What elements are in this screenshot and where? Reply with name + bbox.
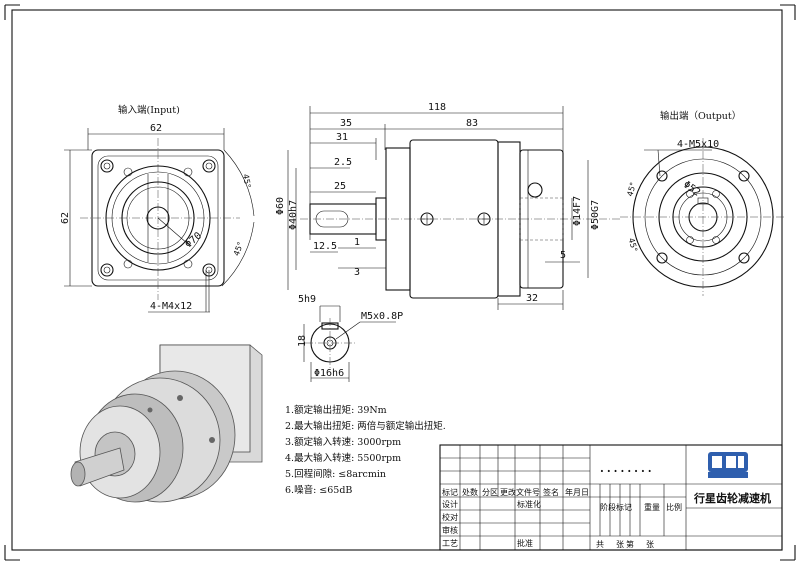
shaft-height: 18 (297, 335, 308, 347)
spec-list: 1.额定输出扭矩: 39Nm 2.最大输出扭矩: 两倍与额定输出扭矩. 3.额定… (285, 404, 446, 496)
side-view: 118 35 31 83 2.5 25 Φ40h7 Φ60 (275, 102, 620, 310)
dim-dia40: Φ40h7 (288, 200, 299, 230)
input-bolt-callout: 4-M4x12 (150, 301, 192, 312)
output-bolt-callout: 4-M5x10 (677, 139, 719, 150)
dim-dia14: Φ14F7 (572, 196, 583, 226)
sheet-count: 共 张第 张 (596, 539, 656, 549)
shaft-section-view: 5h9 M5x0.8P 18 Φ16h6 (297, 294, 403, 382)
spec-line: 1.额定输出扭矩: 39Nm (285, 404, 387, 416)
spec-line: 5.回程间隙: ≤8arcmin (285, 468, 386, 480)
spec-line: 4.最大输入转速: 5500rpm (285, 452, 401, 464)
row-process: 工艺 (442, 539, 458, 548)
row-standard: 标准化 (517, 499, 541, 509)
spec-line: 3.额定输入转速: 3000rpm (285, 436, 401, 448)
drawing-number-dots: ........ (600, 462, 655, 475)
input-end-view: 输入端(Input) 62 62 (60, 104, 255, 313)
dim-dia60: Φ60 (275, 197, 286, 215)
row-review: 审核 (442, 525, 458, 535)
shaft-key-dim: 5h9 (298, 294, 316, 305)
input-angle-top: 45° (241, 173, 252, 189)
dim-12-5: 12.5 (313, 241, 337, 252)
dim-83: 83 (466, 118, 478, 129)
shaft-dia: Φ16h6 (314, 368, 344, 379)
spec-line: 6.噪音: ≤65dB (285, 484, 352, 496)
input-angle-bottom: 45° (232, 241, 245, 257)
dim-31: 31 (336, 132, 348, 143)
dim-2-5: 2.5 (334, 157, 352, 168)
row-approve: 批准 (517, 538, 533, 548)
outer-frame (11, 9, 783, 551)
row-design: 设计 (442, 499, 458, 509)
col-date: 年月日 (565, 487, 589, 497)
stage-mark: 阶段标记 (600, 502, 632, 512)
row-check: 校对 (442, 512, 458, 522)
product-name: 行星齿轮减速机 (693, 491, 771, 505)
col-zone: 分区 (482, 488, 498, 497)
input-bolt-holes (100, 159, 216, 277)
dim-height: 62 (60, 212, 71, 224)
company-logo (708, 452, 748, 478)
weight-label: 重量 (644, 502, 660, 512)
input-bore (146, 206, 170, 230)
dim-3: 3 (354, 267, 360, 278)
dim-5: 5 (560, 250, 566, 261)
product-3d-render (70, 344, 263, 503)
dim-25: 25 (334, 181, 346, 192)
input-body-circle (105, 165, 211, 271)
col-sign: 签名 (543, 487, 559, 497)
dim-dia50: Φ50G7 (590, 200, 601, 230)
dim-1: 1 (354, 237, 360, 248)
scale-label: 比例 (666, 502, 682, 512)
col-mark: 标记 (442, 487, 458, 497)
col-doc: 更改文件号 (500, 487, 540, 497)
dim-32: 32 (526, 293, 538, 304)
output-angle-top: 45° (626, 181, 638, 197)
body-output-end (519, 149, 564, 289)
spec-line: 2.最大输出扭矩: 两倍与额定输出扭矩. (285, 420, 446, 432)
dim-width: 62 (150, 123, 162, 134)
dim-35: 35 (340, 118, 352, 129)
output-view-title: 输出端（Output） (660, 110, 741, 122)
input-view-title: 输入端(Input) (118, 104, 180, 116)
output-angle-bottom: 45° (627, 237, 639, 253)
shaft-section-circle (310, 323, 350, 363)
dim-118: 118 (428, 102, 446, 113)
shaft-thread: M5x0.8P (361, 311, 403, 322)
output-end-view: 输出端（Output） 4-M5x10 Φ52 45° 45° (620, 110, 786, 296)
output-bolt-holes (656, 170, 750, 264)
title-block: ........ 行星齿轮减速机 标记 处数 分区 更改文件号 签名 年月日 设… (439, 444, 783, 551)
corner-marks (4, 4, 796, 561)
col-count: 处数 (462, 487, 478, 497)
